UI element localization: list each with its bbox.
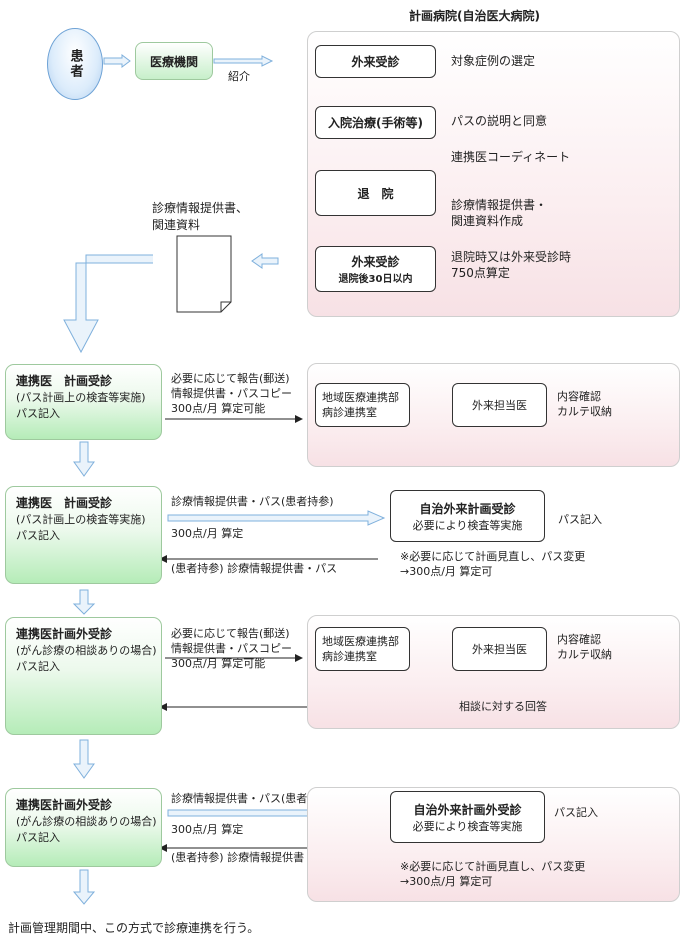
row2-arrow-back: (患者持参) 診療情報提供書・パス <box>171 562 338 575</box>
row4-outpatient-box: 自治外来計画外受診 必要により検査等実施 <box>390 791 545 843</box>
planned-hospital-title: 計画病院(自治医大病院) <box>409 9 540 23</box>
row4-outpatient-title: 自治外来計画外受診 <box>413 802 522 817</box>
step-followup-note: 退院時又は外来受診時 750点算定 <box>451 250 572 281</box>
row3-liaison-label: 地域医療連携部 病診連携室 <box>322 634 399 663</box>
clinic-title-3: 連携医計画外受診 <box>16 627 113 641</box>
document-label: 診療情報提供書、 関連資料 <box>152 201 249 232</box>
clinic-line-2a: (パス計画上の検査等実施) <box>16 513 146 527</box>
row4-outpatient-sub: 必要により検査等実施 <box>412 819 523 833</box>
clinic-line-1b: パス記入 <box>16 407 60 421</box>
row1-arrow-text: 必要に応じて報告(郵送) 情報提供書・パスコピー 300点/月 算定可能 <box>171 372 292 415</box>
clinic-box-1: 連携医 計画受診 (パス計画上の検査等実施) パス記入 <box>5 364 162 440</box>
clinic-box-2: 連携医 計画受診 (パス計画上の検査等実施) パス記入 <box>5 486 162 584</box>
row3-arrow-text: 必要に応じて報告(郵送) 情報提供書・パスコピー 300点/月 算定可能 <box>171 627 292 670</box>
clinic-line-1a: (パス計画上の検査等実施) <box>16 391 146 405</box>
row4-arrow-mid: 300点/月 算定 <box>171 823 244 836</box>
row2-remark: ※必要に応じて計画見直し、パス変更 →300点/月 算定可 <box>400 550 586 578</box>
step-discharge-note: 診療情報提供書・ 関連資料作成 <box>451 198 548 229</box>
patient-label: 患者 <box>67 49 83 79</box>
row4-remark: ※必要に応じて計画見直し、パス変更 →300点/月 算定可 <box>400 860 586 888</box>
row3-reply: 相談に対する回答 <box>459 700 547 713</box>
arrow-down-row3 <box>73 739 95 779</box>
patient-ellipse: 患者 <box>47 28 103 100</box>
arrow-down-row1 <box>73 441 95 477</box>
clinic-line-3a: (がん診療の相談ありの場合) <box>16 644 157 658</box>
row3-doctor-box: 外来担当医 <box>452 627 547 671</box>
arrow-down-row2 <box>72 589 96 615</box>
arrow-patient-to-institution <box>103 54 131 68</box>
medical-institution-box: 医療機関 <box>135 42 213 80</box>
clinic-title-1: 連携医 計画受診 <box>16 374 113 388</box>
coordinate-note: 連携医コーディネート <box>451 150 571 164</box>
clinic-line-2b: パス記入 <box>16 529 60 543</box>
row1-liaison-box: 地域医療連携部 病診連携室 <box>315 383 410 427</box>
row2-outpatient-title: 自治外来計画受診 <box>419 501 516 516</box>
clinic-line-4b: パス記入 <box>16 831 60 845</box>
row2-arrow-top: 診療情報提供書・パス(患者持参) <box>171 495 334 508</box>
step-admission: 入院治療(手術等) <box>315 106 436 139</box>
clinic-box-3: 連携医計画外受診 (がん診療の相談ありの場合) パス記入 <box>5 617 162 735</box>
referral-label: 紹介 <box>228 70 250 83</box>
clinic-title-2: 連携医 計画受診 <box>16 496 113 510</box>
clinic-line-4a: (がん診療の相談ありの場合) <box>16 815 157 829</box>
step-outpatient-label: 外来受診 <box>351 55 400 69</box>
arrow-to-document <box>251 253 279 269</box>
row2-note: パス記入 <box>558 513 602 526</box>
step-admission-note: パスの説明と同意 <box>451 114 548 128</box>
row3-note: 内容確認 カルテ収納 <box>557 633 612 661</box>
step-followup-sub: 退院後30日以内 <box>338 274 413 285</box>
row3-liaison-box: 地域医療連携部 病診連携室 <box>315 627 410 671</box>
row4-arrow-back: (患者持参) 診療情報提供書・パス <box>171 851 338 864</box>
step-discharge-label: 退 院 <box>357 186 394 201</box>
clinic-title-4: 連携医計画外受診 <box>16 798 113 812</box>
footer-text: 計画管理期間中、この方式で診療連携を行う。 <box>8 921 260 935</box>
row1-doctor-label: 外来担当医 <box>472 399 527 412</box>
step-outpatient-note: 対象症例の選定 <box>451 54 536 68</box>
arrow-row2-forward <box>167 510 386 526</box>
row1-liaison-label: 地域医療連携部 病診連携室 <box>322 390 399 419</box>
step-followup: 外来受診 退院後30日以内 <box>315 246 436 292</box>
clinic-line-3b: パス記入 <box>16 660 60 674</box>
step-admission-label: 入院治療(手術等) <box>328 116 423 130</box>
medical-institution-label: 医療機関 <box>149 54 198 69</box>
row2-outpatient-box: 自治外来計画受診 必要により検査等実施 <box>390 490 545 542</box>
row3-doctor-label: 外来担当医 <box>472 643 527 656</box>
clinic-box-4: 連携医計画外受診 (がん診療の相談ありの場合) パス記入 <box>5 788 162 867</box>
row1-note: 内容確認 カルテ収納 <box>557 390 612 418</box>
row4-arrow-top: 診療情報提供書・パス(患者持参) <box>171 792 334 805</box>
row4-note: パス記入 <box>554 806 598 819</box>
arrow-down-row4 <box>72 869 96 905</box>
document-icon <box>176 235 232 313</box>
arrow-referral <box>213 55 274 67</box>
step-outpatient: 外来受診 <box>315 45 436 78</box>
row2-outpatient-sub: 必要により検査等実施 <box>412 518 523 532</box>
step-followup-label: 外来受診 <box>351 255 400 269</box>
row2-arrow-mid: 300点/月 算定 <box>171 527 244 540</box>
arrow-document-to-clinic <box>63 254 153 354</box>
step-discharge: 退 院 <box>315 170 436 216</box>
row1-doctor-box: 外来担当医 <box>452 383 547 427</box>
